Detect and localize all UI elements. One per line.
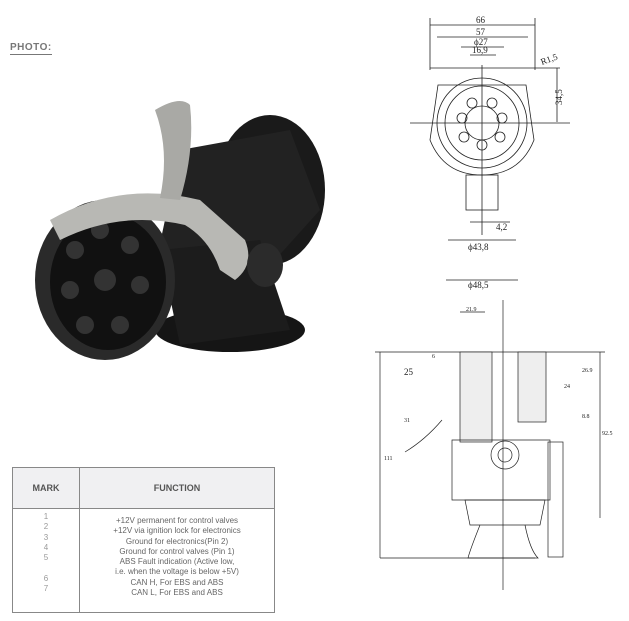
dim-4-2: 4,2 [496, 222, 507, 232]
mark-cell: 5 [43, 553, 49, 563]
dim-31: 31 [404, 418, 410, 424]
dim-21-9: 21.9 [466, 307, 477, 313]
function-cell: +12V via ignition lock for electronics [113, 526, 241, 536]
dim-phi27: ϕ27 [474, 37, 488, 47]
mark-cell: 2 [43, 522, 49, 532]
mark-cell: 7 [43, 584, 49, 594]
photo-label: PHOTO: [10, 42, 52, 55]
function-cell: +12V permanent for control valves [115, 516, 239, 525]
dim-6: 6 [432, 354, 435, 360]
header-mark: MARK [32, 483, 60, 493]
mark-cell [13, 563, 79, 573]
dim-r1-5: R1,5 [539, 51, 559, 66]
front-view-drawing: 66 57 ϕ27 16,9 R1,5 34,5 4,2 ϕ43,8 ϕ48,5 [410, 15, 570, 290]
dim-8-8: 8.8 [582, 414, 590, 420]
function-cell: i.e. when the voltage is below +5V) [115, 567, 239, 577]
mark-column: 1 2 3 4 5 6 7 [13, 512, 79, 594]
mark-cell: 6 [43, 573, 49, 583]
dim-66: 66 [476, 15, 486, 25]
dim-34-5: 34,5 [554, 89, 564, 105]
function-cell: Ground for control valves (Pin 1) [119, 546, 235, 556]
dim-92-5: 92.5 [602, 431, 613, 437]
header-function: FUNCTION [153, 483, 201, 493]
pin-function-table: MARK FUNCTION 1 2 3 4 5 6 7 +12V permane… [12, 467, 275, 613]
dim-phi43-8: ϕ43,8 [468, 242, 489, 252]
function-cell: CAN H, For EBS and ABS [130, 577, 224, 587]
dim-16-9: 16,9 [472, 45, 488, 55]
side-view-drawing: 21.9 6 25 31 111 26.9 24 8.8 92.5 [375, 300, 613, 590]
dim-25: 25 [404, 367, 414, 377]
dim-26-9: 26.9 [582, 368, 593, 374]
connector-photo [35, 101, 325, 360]
function-cell: Ground for electronics(Pin 2) [125, 536, 229, 546]
function-cell: ABS Fault indication (Active low, [119, 557, 235, 567]
table-header [13, 468, 274, 509]
dim-phi48-5: ϕ48,5 [468, 280, 489, 290]
function-column: +12V permanent for control valves +12V v… [80, 516, 274, 598]
dim-111: 111 [384, 456, 393, 462]
dim-24: 24 [564, 384, 570, 390]
mark-cell: 1 [43, 512, 49, 521]
dim-57: 57 [476, 27, 486, 37]
mark-cell: 3 [43, 532, 49, 542]
function-cell: CAN L, For EBS and ABS [131, 588, 223, 598]
mark-cell: 4 [43, 542, 49, 552]
